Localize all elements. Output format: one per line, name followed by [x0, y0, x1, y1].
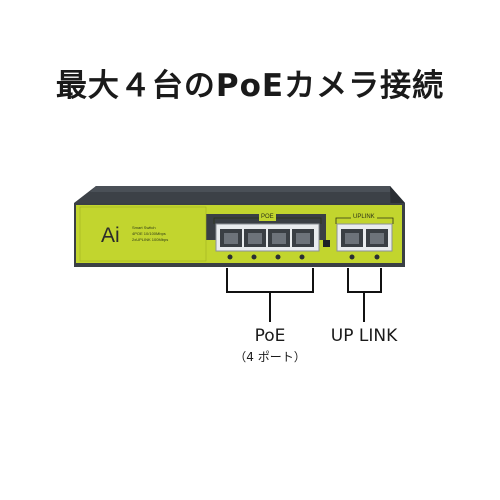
poe-group-label: POE [259, 214, 276, 221]
poe-callout: PoE （4 ポート） [220, 326, 320, 365]
brand-logo: Ai [101, 224, 120, 247]
front-panel [76, 205, 206, 263]
uplink-callout-bracket [347, 268, 382, 293]
uplink-ports [341, 229, 388, 247]
spec-line-1: Smart Switch [132, 225, 156, 230]
uplink-group-label: UPLINK [351, 214, 377, 221]
headline: 最大４台のPoEカメラ接続 [55, 68, 445, 104]
poe-callout-subtitle: （4 ポート） [234, 350, 306, 364]
reset-button [323, 240, 330, 247]
poe-ports [220, 229, 314, 247]
spec-line-2: 4POE 10/100Mbps [132, 231, 166, 236]
poe-callout-bracket [226, 268, 314, 293]
uplink-callout: UP LINK [314, 326, 414, 346]
callout-lines [226, 268, 382, 322]
poe-callout-title: PoE [254, 326, 286, 346]
uplink-callout-title: UP LINK [330, 326, 398, 346]
spec-line-3: 2xUPLINK 100Mbps [132, 237, 169, 242]
led-indicators [227, 254, 380, 260]
